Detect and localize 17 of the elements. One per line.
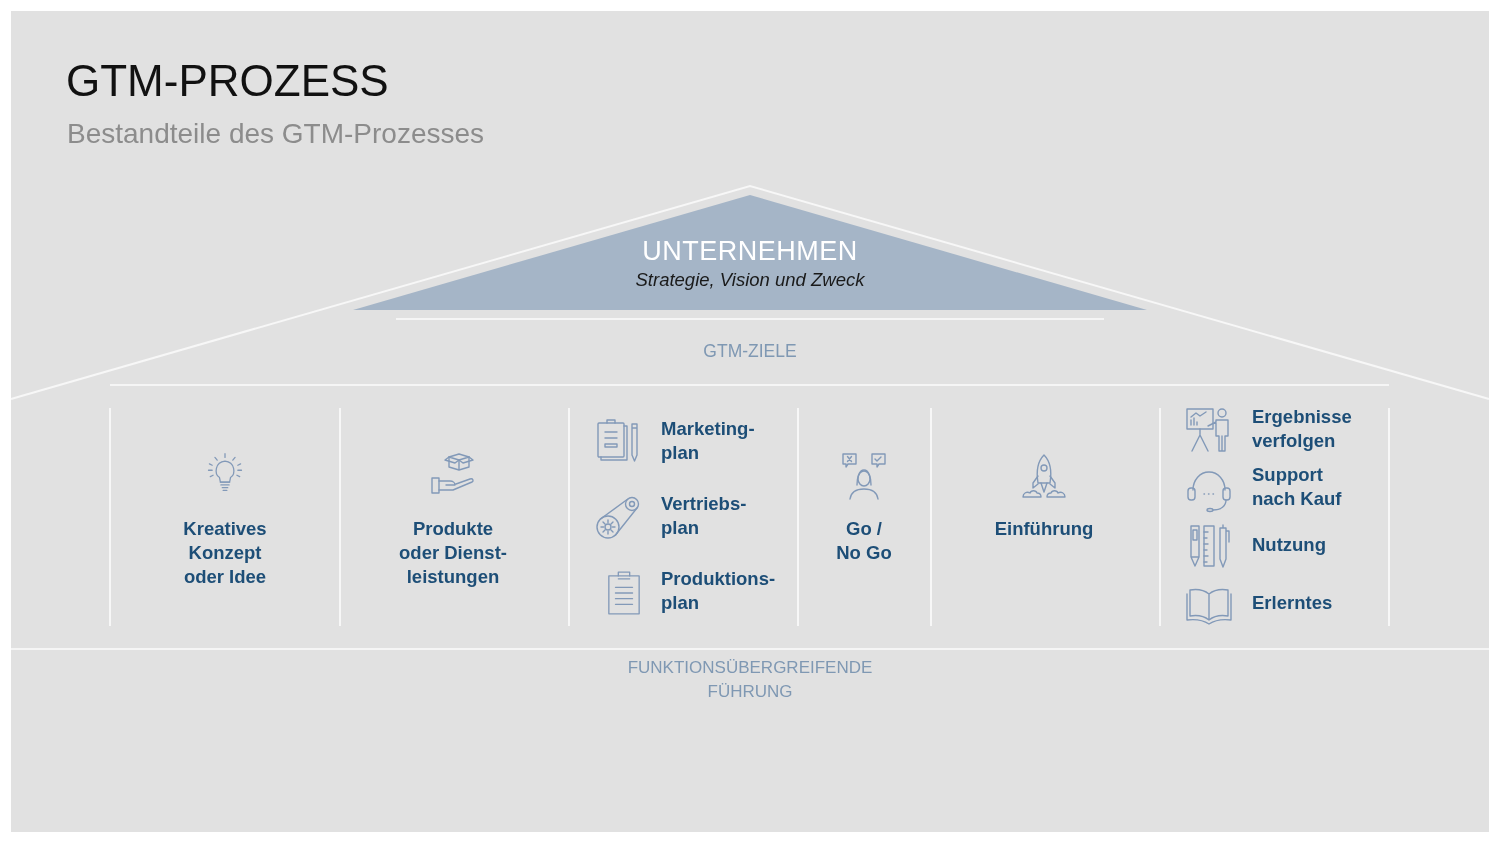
item-label: Support nach Kauf: [1252, 463, 1343, 511]
item-label: Kreatives Konzept oder Idee: [182, 517, 268, 589]
item-label: Vertriebs- plan: [661, 492, 748, 540]
subtitle: Bestandteile des GTM-Prozesses: [67, 117, 485, 151]
item-label: Erlerntes: [1252, 591, 1333, 615]
roof-heading: UNTERNEHMEN: [642, 235, 858, 267]
item-label: Produkte oder Dienst- leistungen: [398, 517, 508, 589]
section-heading: GTM-ZIELE: [703, 339, 797, 363]
foundation-label: FUNKTIONSÜBERGREIFENDE FÜHRUNG: [626, 657, 874, 703]
item-label: Go / No Go: [835, 517, 893, 565]
item-label: Nutzung: [1252, 533, 1326, 557]
roof-subheading: Strategie, Vision und Zweck: [635, 268, 865, 292]
item-label: Ergebnisse verfolgen: [1252, 405, 1353, 453]
title: GTM-PROZESS: [66, 55, 389, 107]
item-label: Einführung: [994, 517, 1094, 541]
item-label: Marketing- plan: [661, 417, 756, 465]
item-label: Produktions- plan: [661, 567, 777, 615]
